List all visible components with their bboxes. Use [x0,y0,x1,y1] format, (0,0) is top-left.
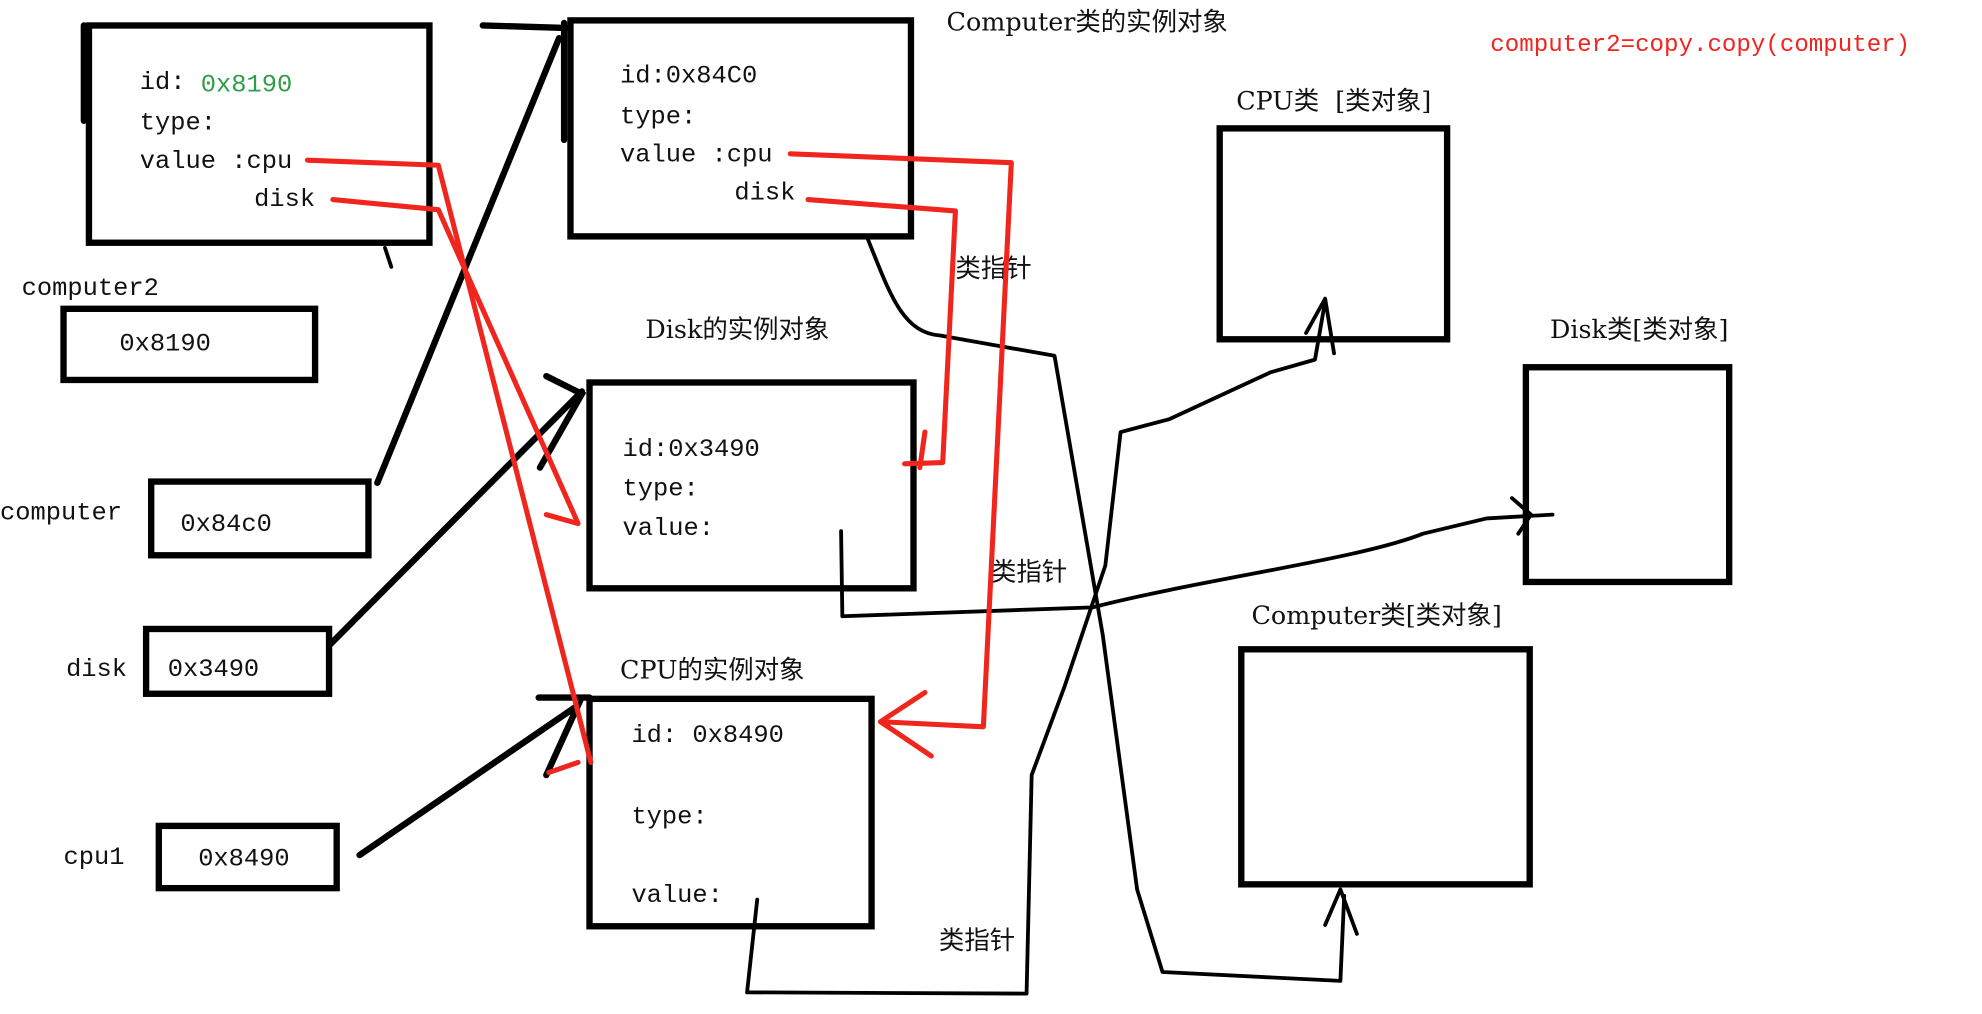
computer2-value: value :cpu [140,147,292,176]
cpu-instance-caption: CPU的实例对象 [620,655,805,685]
cpu-instance-box [586,695,875,930]
computer2-id-value: 0x8190 [201,71,292,100]
disk-type: type: [623,475,699,504]
class-pointer-label-cpu: 类指针 [939,925,1015,955]
computer-type: type: [620,102,696,131]
ref-arrow-computer [374,35,563,487]
cpu-type: type: [631,802,707,831]
class-pointer-computer [865,237,1359,983]
computer2-id-label: id: [140,68,186,97]
computer2-disk: disk [254,185,315,214]
computer-disk-pointer [805,196,958,471]
var-cpu1-label: cpu1 [64,843,125,872]
computer-id: id:0x84C0 [620,62,757,91]
computer2-instance-box [85,22,433,246]
var-disk-label: disk [66,655,127,684]
var-disk-box [142,625,333,697]
ref-arrow-cpu1 [356,696,586,859]
class-pointer-label-disk: 类指针 [991,557,1067,587]
computer-cpu-pointer [787,151,1014,759]
class-pointer-disk [839,496,1555,619]
disk-class-caption: Disk类[类对象] [1550,314,1728,344]
computer-class-caption: Computer类[类对象] [1251,600,1501,630]
copy-formula: computer2=copy.copy(computer) [1490,32,1910,59]
class-pointer-cpu [745,296,1336,996]
cpu-id: id: 0x8490 [631,721,783,750]
computer2-type: type: [140,109,216,138]
computer-class-box [1238,646,1533,888]
var-computer2-label: computer2 [22,274,159,303]
cpu-class-box [1216,125,1451,343]
cpu-class-caption: CPU类 [类对象] [1236,85,1431,115]
var-computer2-box [60,305,319,384]
computer-instance-box [567,17,915,240]
var-computer2-value: 0x8190 [119,330,210,359]
cpu-value: value: [631,881,722,910]
computer-instance-caption: Computer类的实例对象 [947,7,1228,37]
computer-value: value :cpu [620,140,772,169]
computer-disk: disk [734,179,795,208]
class-pointer-label-computer: 类指针 [955,253,1031,283]
var-cpu1-box [155,822,340,892]
var-computer-label: computer [0,499,122,528]
var-computer-value: 0x84c0 [180,510,271,539]
copy-cpu-pointer [304,157,594,776]
disk-instance-box [586,379,917,592]
var-cpu1-value: 0x8490 [198,844,289,873]
disk-id: id:0x3490 [623,435,760,464]
copy-disk-pointer [330,196,581,527]
disk-value: value: [623,514,714,543]
disk-instance-caption: Disk的实例对象 [645,314,829,344]
var-computer-box [148,478,372,559]
disk-class-box [1522,364,1733,586]
var-disk-value: 0x3490 [168,655,259,684]
